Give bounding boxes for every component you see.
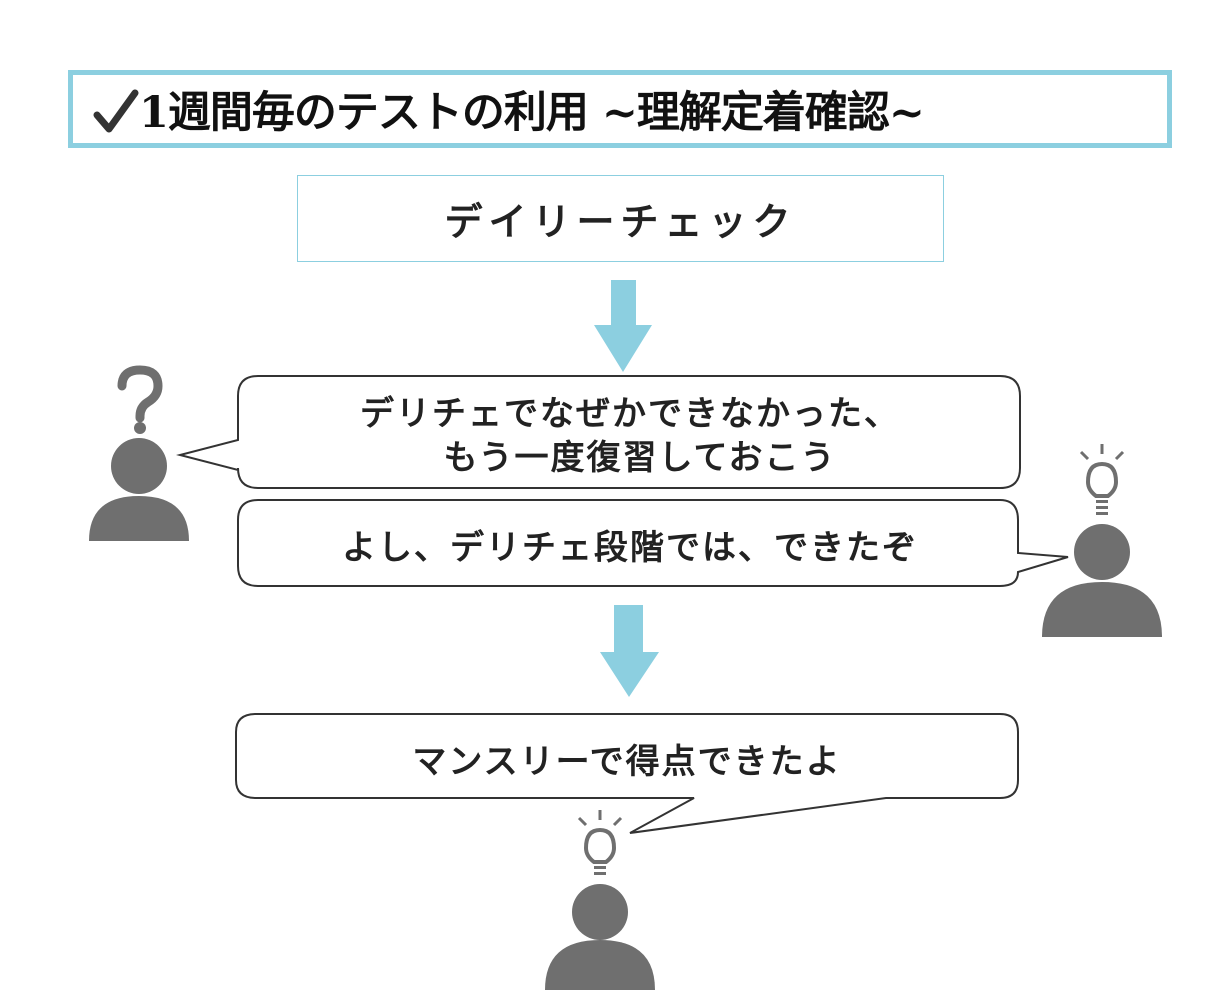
speech-bubble-3: [235, 713, 1019, 834]
checkmark-icon: [93, 89, 139, 133]
speech-bubble-2: [237, 499, 1069, 587]
person-icon: [545, 884, 655, 990]
person-icon: [1042, 524, 1162, 637]
bubble-1-line-1: デリチェでなぜかできなかった、: [360, 394, 900, 434]
bubble-3-text: マンスリーで得点できたよ: [412, 742, 842, 782]
down-arrow-1: [594, 280, 652, 372]
enlightened-person-bottom: [545, 810, 655, 990]
bubble-1-line-2: もう一度復習しておこう: [443, 438, 837, 478]
title-box: 1週間毎のテストの利用 ~理解定着確認~: [68, 70, 1172, 148]
question-mark-icon: [117, 365, 163, 434]
confused-person: [89, 365, 189, 541]
page-title: 1週間毎のテストの利用 ~理解定着確認~: [139, 88, 925, 138]
bubble-2-text: よし、デリチェ段階では、できたぞ: [342, 528, 918, 568]
enlightened-person-right: [1042, 444, 1162, 637]
lightbulb-icon: [577, 810, 623, 875]
down-arrow-2: [600, 605, 659, 697]
daily-check-box: デイリーチェック: [297, 175, 944, 262]
speech-bubble-1: [176, 375, 1021, 489]
lightbulb-icon: [1079, 444, 1125, 515]
person-icon: [89, 438, 189, 541]
daily-check-label: デイリーチェック: [444, 200, 797, 244]
